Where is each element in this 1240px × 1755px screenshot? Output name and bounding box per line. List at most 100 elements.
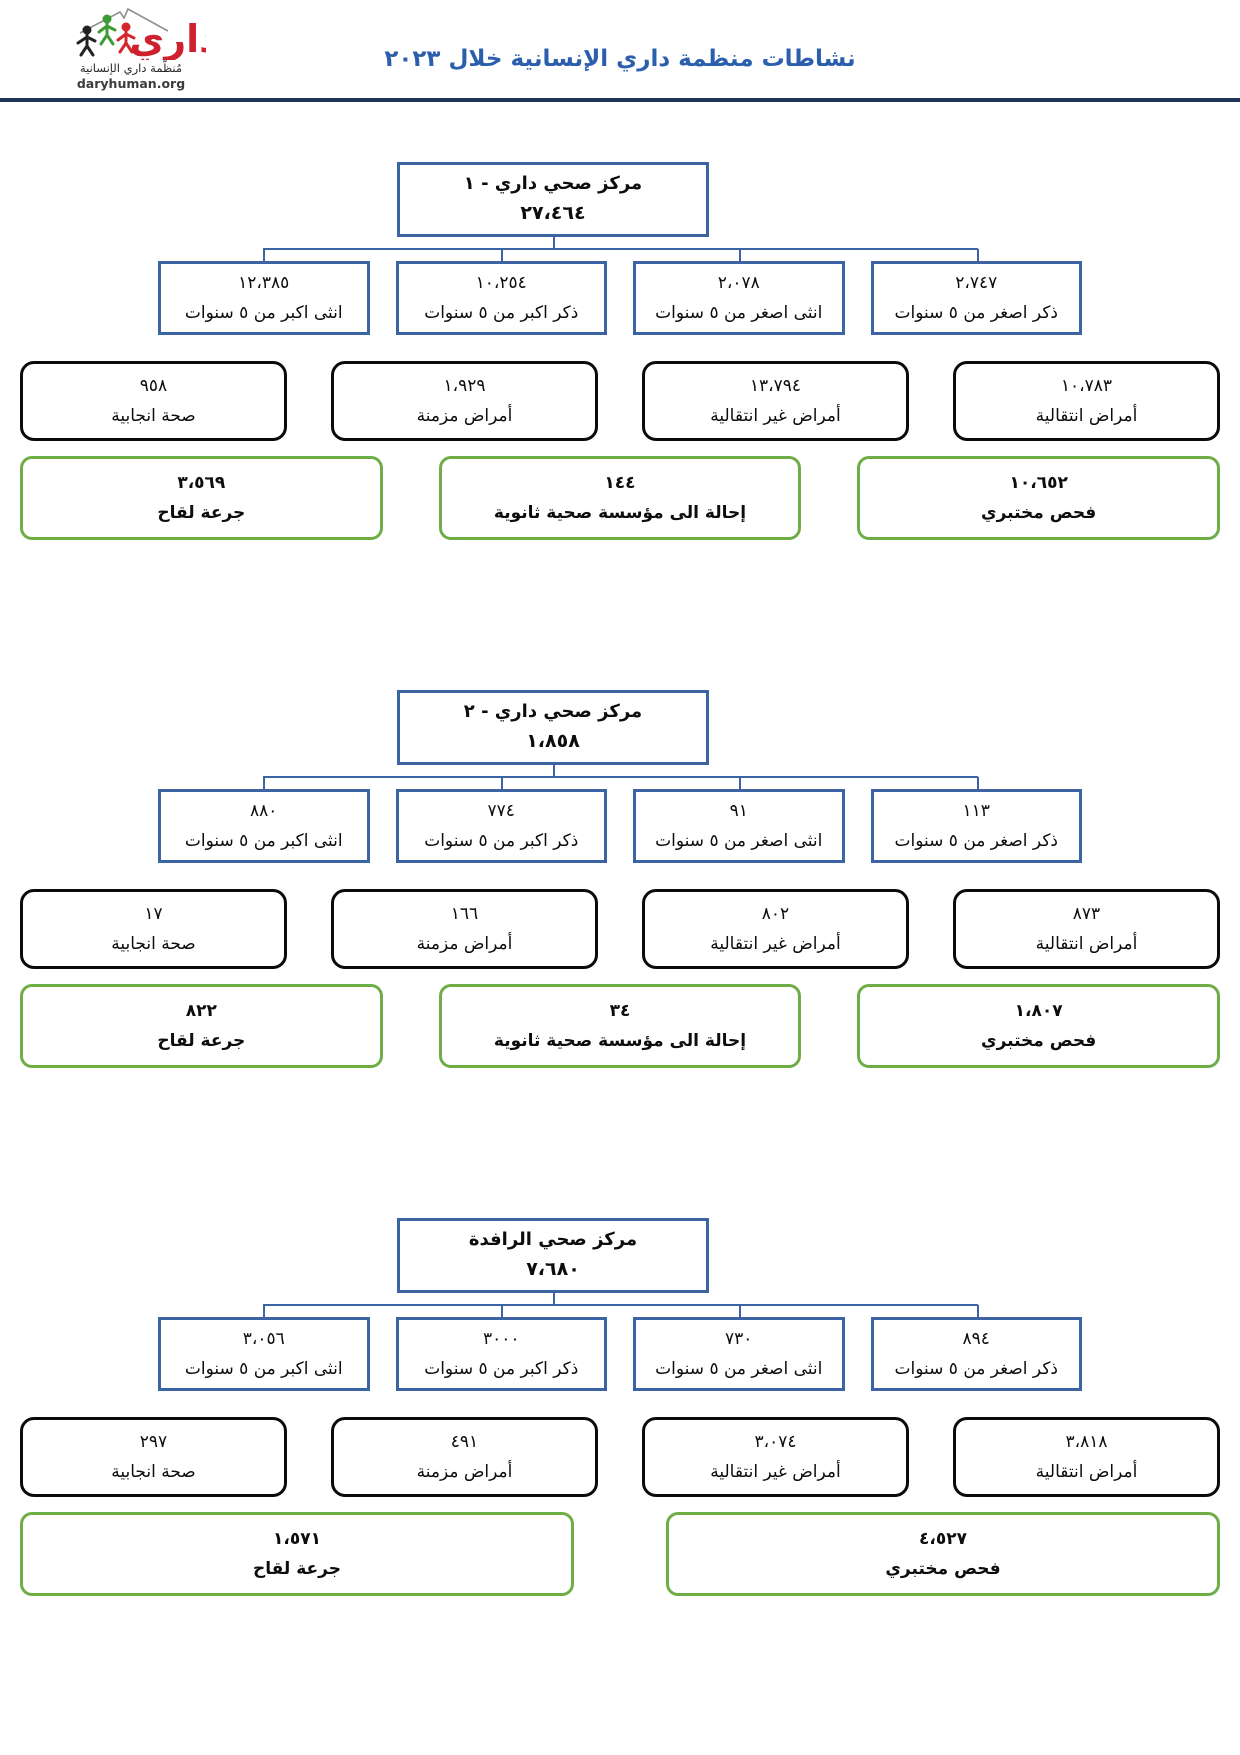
demographic-box: ٢،٠٧٨ انثى اصغر من ٥ سنوات bbox=[633, 261, 845, 335]
demographics-row: ٨٩٤ ذكر اصغر من ٥ سنوات ٧٣٠ انثى اصغر من… bbox=[158, 1317, 1082, 1391]
demographic-value: ٣،٠٥٦ bbox=[242, 1329, 285, 1349]
category-value: ٣،٨١٨ bbox=[1065, 1432, 1108, 1452]
disease-category-box: ٨٧٣ أمراض انتقالية bbox=[953, 889, 1220, 969]
health-center-tree-2: مركز صحي داري - ٢ ١،٨٥٨ ١١٣ ذكر اصغر من … bbox=[19, 690, 1220, 1068]
demographic-value: ١٢،٣٨٥ bbox=[238, 273, 290, 293]
header-rule bbox=[0, 98, 1240, 102]
disease-category-row: ٣،٨١٨ أمراض انتقالية ٣،٠٧٤ أمراض غير انت… bbox=[20, 1417, 1220, 1497]
connector-line bbox=[263, 777, 266, 789]
demographic-label: ذكر اصغر من ٥ سنوات bbox=[894, 831, 1058, 851]
connector-line bbox=[501, 249, 504, 261]
service-output-box: ١،٨٠٧ فحص مختبري bbox=[857, 984, 1220, 1068]
connector-line bbox=[552, 237, 555, 249]
category-label: أمراض غير انتقالية bbox=[710, 934, 841, 954]
connector-line bbox=[263, 248, 978, 250]
output-value: ١،٥٧١ bbox=[273, 1529, 321, 1549]
center-name: مركز صحي داري - ١ bbox=[463, 173, 643, 194]
demographic-box: ١١٣ ذكر اصغر من ٥ سنوات bbox=[870, 789, 1082, 863]
person-black-icon bbox=[76, 25, 97, 57]
category-label: صحة انجابية bbox=[111, 406, 196, 426]
disease-category-box: ١٠،٧٨٣ أمراض انتقالية bbox=[953, 361, 1220, 441]
connector-line bbox=[976, 1305, 979, 1317]
organization-logo: داري مُنظّمة داري الإنسانية daryhuman.or… bbox=[56, 6, 206, 91]
tree-connector bbox=[158, 1293, 1082, 1317]
output-label: فحص مختبري bbox=[981, 1031, 1097, 1051]
output-label: فحص مختبري bbox=[885, 1559, 1001, 1579]
center-root-box: مركز صحي داري - ١ ٢٧،٤٦٤ bbox=[397, 162, 709, 237]
category-value: ١٧ bbox=[144, 904, 163, 924]
connector-line bbox=[738, 1305, 741, 1317]
category-label: صحة انجابية bbox=[111, 934, 196, 954]
demographic-value: ٧٣٠ bbox=[725, 1329, 753, 1349]
service-output-box: ٣،٥٦٩ جرعة لقاح bbox=[19, 456, 383, 540]
demographics-row: ٢،٧٤٧ ذكر اصغر من ٥ سنوات ٢،٠٧٨ انثى اصغ… bbox=[158, 261, 1082, 335]
service-output-box: ١٤٤ إحالة الى مؤسسة صحية ثانوية bbox=[438, 456, 802, 540]
page-title: نشاطات منظمة داري الإنسانية خلال ٢٠٢٣ bbox=[384, 46, 856, 72]
output-label: إحالة الى مؤسسة صحية ثانوية bbox=[493, 503, 747, 523]
disease-category-box: ٩٥٨ صحة انجابية bbox=[20, 361, 287, 441]
connector-line bbox=[738, 249, 741, 261]
service-output-box: ٤،٥٢٧ فحص مختبري bbox=[666, 1512, 1220, 1596]
demographic-value: ٧٧٤ bbox=[487, 801, 515, 821]
demographic-label: انثى اصغر من ٥ سنوات bbox=[655, 1359, 823, 1379]
category-label: صحة انجابية bbox=[111, 1462, 196, 1482]
demographic-box: ٧٣٠ انثى اصغر من ٥ سنوات bbox=[633, 1317, 845, 1391]
connector-line bbox=[501, 777, 504, 789]
logo-subtitle: مُنظّمة داري الإنسانية bbox=[79, 61, 183, 75]
category-label: أمراض مزمنة bbox=[416, 1462, 513, 1482]
demographic-box: ٣،٠٥٦ انثى اكبر من ٥ سنوات bbox=[158, 1317, 370, 1391]
connector-line bbox=[976, 249, 979, 261]
output-label: إحالة الى مؤسسة صحية ثانوية bbox=[493, 1031, 747, 1051]
disease-category-box: ٤٩١ أمراض مزمنة bbox=[331, 1417, 598, 1497]
category-label: أمراض غير انتقالية bbox=[710, 406, 841, 426]
demographic-box: ١٢،٣٨٥ انثى اكبر من ٥ سنوات bbox=[158, 261, 370, 335]
category-value: ١٠،٧٨٣ bbox=[1060, 376, 1113, 396]
output-value: ٣٤ bbox=[609, 1001, 631, 1021]
connector-line bbox=[263, 249, 266, 261]
connector-line bbox=[263, 776, 978, 778]
demographic-box: ٣٠٠٠ ذكر اكبر من ٥ سنوات bbox=[395, 1317, 607, 1391]
demographic-value: ٢،٧٤٧ bbox=[955, 273, 998, 293]
service-output-box: ٣٤ إحالة الى مؤسسة صحية ثانوية bbox=[438, 984, 802, 1068]
tree-connector bbox=[158, 765, 1082, 789]
connector-line bbox=[552, 765, 555, 777]
disease-category-row: ١٠،٧٨٣ أمراض انتقالية ١٣،٧٩٤ أمراض غير ا… bbox=[20, 361, 1220, 441]
demographic-value: ٩١ bbox=[729, 801, 748, 821]
category-label: أمراض انتقالية bbox=[1035, 934, 1138, 954]
category-value: ١٣،٧٩٤ bbox=[749, 376, 802, 396]
category-value: ١٦٦ bbox=[450, 904, 479, 924]
connector-line bbox=[552, 1293, 555, 1305]
demographic-label: ذكر اكبر من ٥ سنوات bbox=[424, 1359, 579, 1379]
demographic-box: ١٠،٢٥٤ ذكر اكبر من ٥ سنوات bbox=[395, 261, 607, 335]
connector-line bbox=[501, 1305, 504, 1317]
connector-line bbox=[976, 777, 979, 789]
center-total: ١،٨٥٨ bbox=[526, 730, 580, 752]
disease-category-box: ٨٠٢ أمراض غير انتقالية bbox=[642, 889, 909, 969]
demographic-label: ذكر اكبر من ٥ سنوات bbox=[424, 303, 579, 323]
logo-website: daryhuman.org bbox=[76, 76, 186, 91]
category-value: ٩٥٨ bbox=[139, 376, 168, 396]
disease-category-box: ٢٩٧ صحة انجابية bbox=[20, 1417, 287, 1497]
demographic-box: ٩١ انثى اصغر من ٥ سنوات bbox=[633, 789, 845, 863]
disease-category-box: ١٣،٧٩٤ أمراض غير انتقالية bbox=[642, 361, 909, 441]
service-output-row: ٤،٥٢٧ فحص مختبري ١،٥٧١ جرعة لقاح bbox=[20, 1512, 1220, 1596]
demographic-box: ٧٧٤ ذكر اكبر من ٥ سنوات bbox=[395, 789, 607, 863]
health-center-tree-1: مركز صحي داري - ١ ٢٧،٤٦٤ ٢،٧٤٧ ذكر اصغر … bbox=[19, 162, 1220, 540]
person-red-icon bbox=[116, 22, 136, 54]
connector-line bbox=[263, 1304, 978, 1306]
category-label: أمراض مزمنة bbox=[416, 934, 513, 954]
brand-wordmark: داري bbox=[129, 17, 206, 60]
demographic-value: ١٠،٢٥٤ bbox=[475, 273, 527, 293]
category-value: ٨٠٢ bbox=[761, 904, 790, 924]
output-value: ١،٨٠٧ bbox=[1014, 1001, 1063, 1021]
page-header: داري مُنظّمة داري الإنسانية daryhuman.or… bbox=[0, 0, 1240, 98]
output-value: ١٤٤ bbox=[604, 473, 636, 493]
category-value: ٢٩٧ bbox=[139, 1432, 168, 1452]
demographic-value: ٣٠٠٠ bbox=[482, 1329, 520, 1349]
center-total: ٢٧،٤٦٤ bbox=[520, 202, 586, 224]
demographic-label: انثى اصغر من ٥ سنوات bbox=[655, 831, 823, 851]
center-total: ٧،٦٨٠ bbox=[526, 1258, 580, 1280]
connector-line bbox=[263, 1305, 266, 1317]
connector-line bbox=[738, 777, 741, 789]
people-icons bbox=[76, 14, 136, 57]
